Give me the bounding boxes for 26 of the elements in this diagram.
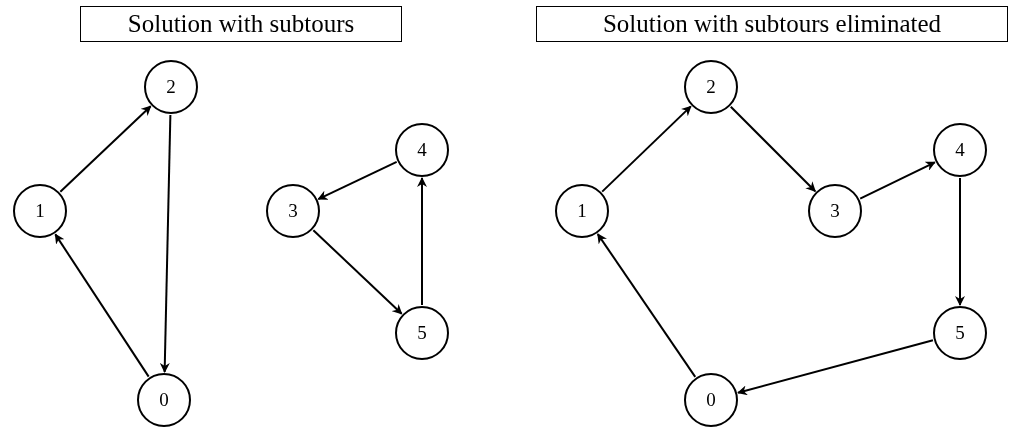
arrow [601, 105, 692, 193]
title-box: Solution with subtours eliminated [536, 6, 1008, 42]
node-circle: 1 [555, 184, 609, 238]
arrow [312, 229, 403, 315]
node-circle: 3 [808, 184, 862, 238]
arrow [729, 105, 817, 193]
node-circle: 4 [933, 123, 987, 177]
arrow [317, 160, 398, 201]
arrow [59, 105, 152, 193]
arrow [54, 233, 150, 378]
arrow [417, 177, 427, 306]
node-circle: 0 [684, 373, 738, 427]
title-box: Solution with subtours [80, 6, 402, 42]
node-circle: 4 [395, 123, 449, 177]
node-circle: 0 [137, 373, 191, 427]
node-circle: 2 [144, 60, 198, 114]
arrow [737, 339, 934, 396]
arrow [159, 114, 172, 373]
arrow [596, 233, 697, 378]
node-circle: 1 [13, 184, 67, 238]
node-circle: 3 [266, 184, 320, 238]
node-circle: 5 [395, 306, 449, 360]
arrow [955, 177, 965, 306]
arrow [859, 161, 936, 200]
node-circle: 2 [684, 60, 738, 114]
node-circle: 5 [933, 306, 987, 360]
